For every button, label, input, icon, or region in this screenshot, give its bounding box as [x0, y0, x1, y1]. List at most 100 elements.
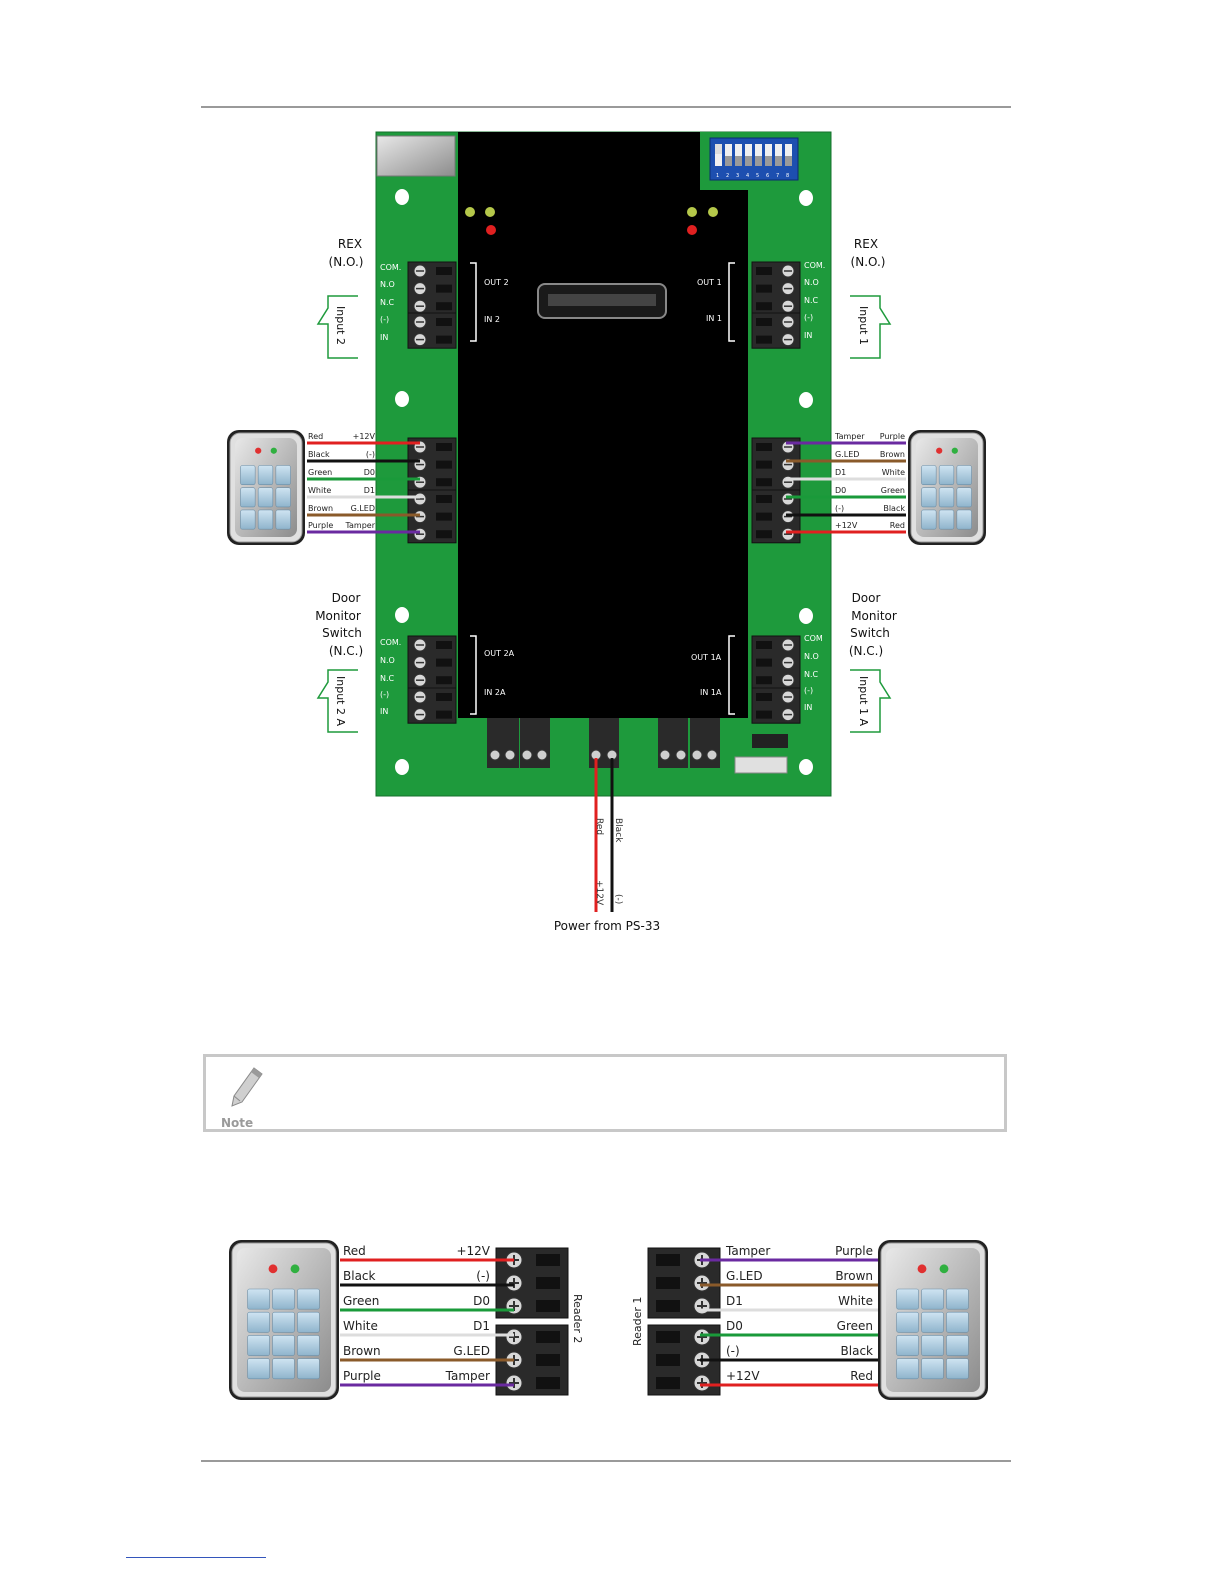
out2a-label: OUT 2A	[484, 649, 515, 658]
wire-signal-label: +12V	[353, 432, 376, 441]
input-1a-label: Input 1 A	[857, 676, 870, 726]
terminal-block	[407, 312, 457, 349]
dip-key[interactable]	[735, 144, 742, 166]
terminal-label-right-bottom: COM	[804, 634, 823, 643]
out2-label: OUT 2	[484, 278, 509, 287]
wire-signal-label: (-)	[476, 1269, 490, 1283]
dip-number: 4	[746, 173, 749, 179]
terminal-block	[407, 687, 457, 724]
wire-color-label: White	[882, 468, 905, 477]
wire-signal-label: (-)	[366, 450, 375, 459]
dip-key[interactable]	[725, 144, 732, 166]
terminal-label-right-bottom: N.O	[804, 652, 819, 661]
wire-color-label: Purple	[880, 432, 905, 441]
wire-signal-label: G.LED	[351, 504, 375, 513]
mounting-holes	[395, 189, 813, 775]
door-left-l3: Switch	[322, 626, 362, 640]
wire-color-label: Purple	[835, 1244, 873, 1258]
keypad-reader-icon	[227, 430, 305, 545]
terminal-block	[751, 687, 801, 724]
terminal-label-left-top: N.C	[380, 298, 395, 307]
bracket-lines	[470, 262, 735, 715]
keypad-reader-icon	[229, 1240, 339, 1400]
terminal-label-right-top: N.O	[804, 278, 819, 287]
note-label: Note	[221, 1116, 254, 1130]
dip-number: 3	[736, 173, 739, 179]
pcb-core	[458, 132, 748, 718]
keypad-reader-icon	[908, 430, 986, 545]
door-left-l4: (N.C.)	[328, 644, 364, 658]
terminal-block	[751, 635, 801, 690]
wire-color-label: Red	[343, 1244, 366, 1258]
dip-number: 6	[766, 173, 769, 179]
wire-signal-label: Tamper	[834, 432, 865, 441]
wire-color-label: Black	[308, 450, 330, 459]
terminal-label-left-top: N.O	[380, 280, 395, 289]
terminal-label-right-top: IN	[804, 331, 813, 340]
terminal-label-left-bottom: (-)	[380, 690, 390, 699]
input-1-label: Input 1	[857, 306, 870, 345]
wire-signal-label: D1	[835, 468, 846, 477]
terminal-label-left-bottom: N.O	[380, 656, 395, 665]
door-right-l1: Door	[851, 591, 881, 605]
terminal-label-right-bottom: (-)	[804, 686, 814, 695]
wire-color-label: Purple	[308, 521, 333, 530]
door-right-l2: Monitor	[851, 609, 897, 623]
door-left-l2: Monitor	[315, 609, 361, 623]
in2a-label: IN 2A	[484, 688, 506, 697]
terminal-label-right-top: (-)	[804, 313, 814, 322]
terminal-label-right-bottom: N.C	[804, 670, 819, 679]
footer-rule	[201, 1460, 1011, 1462]
power-wire2-color: Black	[613, 818, 623, 843]
wire-color-label: Brown	[880, 450, 905, 459]
wire-signal-label: Tamper	[725, 1244, 770, 1258]
power-wire2-signal: (-)	[613, 894, 623, 904]
rex-left-title: REX	[337, 237, 363, 251]
terminal-label-right-top: COM.	[804, 261, 826, 270]
dip-key[interactable]	[715, 144, 722, 166]
wire-signal-label: D1	[726, 1294, 743, 1308]
out1a-label: OUT 1A	[691, 653, 722, 662]
dip-key[interactable]	[785, 144, 792, 166]
wire-color-label: Green	[308, 468, 332, 477]
rex-left-sub: (N.O.)	[328, 255, 364, 269]
door-right-l3: Switch	[850, 626, 890, 640]
expansion-connector	[537, 283, 667, 319]
dip-key[interactable]	[775, 144, 782, 166]
wire-signal-label: D0	[835, 486, 846, 495]
wire-signal-label: Tamper	[344, 521, 375, 530]
wire-color-label: Black	[343, 1269, 376, 1283]
input-2-label: Input 2	[334, 306, 347, 345]
terminal-label-left-top: COM.	[380, 263, 402, 272]
wire-color-label: Brown	[835, 1269, 873, 1283]
reader-terminal-block	[647, 1324, 721, 1396]
reader1-label: Reader 1	[631, 1297, 644, 1346]
wire-color-label: Brown	[343, 1344, 381, 1358]
wire-color-label: White	[838, 1294, 873, 1308]
wire-signal-label: (-)	[835, 504, 844, 513]
dip-key[interactable]	[745, 144, 752, 166]
wire-color-label: Black	[883, 504, 905, 513]
dip-number: 7	[776, 173, 779, 179]
wire-color-label: White	[343, 1319, 378, 1333]
terminal-label-left-bottom: IN	[380, 707, 389, 716]
terminal-label-right-bottom: IN	[804, 703, 813, 712]
dip-number: 1	[716, 173, 719, 179]
rex-right-sub: (N.O.)	[850, 255, 886, 269]
terminal-label-left-bottom: COM.	[380, 638, 402, 647]
dip-key[interactable]	[765, 144, 772, 166]
terminal-block	[407, 437, 457, 492]
wire-signal-label: G.LED	[835, 450, 859, 459]
terminal-block	[751, 489, 801, 544]
wire-signal-label: +12V	[456, 1244, 490, 1258]
dip-key[interactable]	[755, 144, 762, 166]
wire-signal-label: D1	[364, 486, 375, 495]
terminal-block	[407, 261, 457, 316]
power-wire1-signal: +12V	[594, 880, 604, 906]
terminal-block	[407, 635, 457, 690]
header-rule	[201, 106, 1011, 108]
out1-label: OUT 1	[697, 278, 722, 287]
